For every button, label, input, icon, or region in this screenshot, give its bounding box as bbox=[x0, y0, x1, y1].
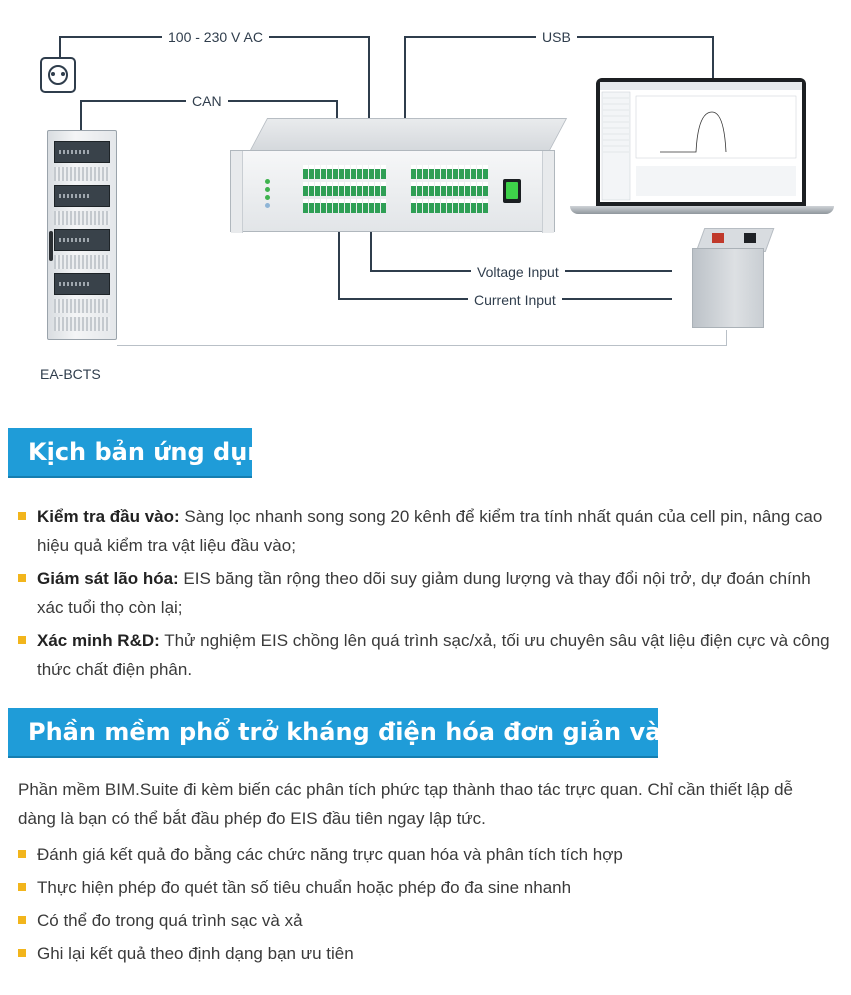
battery-tester-rack bbox=[47, 130, 117, 340]
bullet-square-icon bbox=[18, 512, 26, 520]
bullet-square-icon bbox=[18, 850, 26, 858]
current-input-label: Current Input bbox=[468, 292, 562, 308]
list-item: Có thể đo trong quá trình sạc và xả bbox=[18, 906, 839, 935]
return-wire bbox=[117, 330, 727, 346]
power-switch-icon bbox=[503, 179, 521, 203]
power-socket-icon bbox=[40, 57, 76, 93]
list-item-text: Thực hiện phép đo quét tần số tiêu chuẩn… bbox=[37, 878, 572, 897]
rack-name-label: EA-BCTS bbox=[40, 366, 101, 382]
laptop-base bbox=[570, 206, 834, 214]
software-feature-list: Đánh giá kết quả đo bằng các chức năng t… bbox=[18, 840, 839, 972]
list-item: Đánh giá kết quả đo bằng các chức năng t… bbox=[18, 840, 839, 869]
section-header-software: Phần mềm phổ trở kháng điện hóa đơn giản… bbox=[8, 708, 800, 756]
system-connection-diagram: 100 - 230 V AC USB CAN Voltage Input Cur… bbox=[0, 0, 851, 400]
eis-device bbox=[230, 150, 555, 233]
list-item-term: Kiểm tra đầu vào: bbox=[37, 507, 180, 526]
ac-power-label: 100 - 230 V AC bbox=[162, 29, 269, 45]
list-item: Ghi lại kết quả theo định dạng bạn ưu ti… bbox=[18, 939, 839, 968]
list-item-text: Đánh giá kết quả đo bằng các chức năng t… bbox=[37, 845, 623, 864]
list-item-text: EIS băng tần rộng theo dõi suy giảm dung… bbox=[37, 569, 811, 617]
list-item-term: Giám sát lão hóa: bbox=[37, 569, 179, 588]
battery-terminal-icon bbox=[712, 233, 724, 243]
terminal-block-right bbox=[411, 165, 488, 213]
usb-label: USB bbox=[536, 29, 577, 45]
list-item: Xác minh R&D: Thử nghiệm EIS chồng lên q… bbox=[18, 626, 839, 684]
eis-device-top bbox=[248, 118, 568, 154]
bullet-square-icon bbox=[18, 916, 26, 924]
list-item-term: Xác minh R&D: bbox=[37, 631, 160, 650]
application-list: Kiểm tra đầu vào: Sàng lọc nhanh song so… bbox=[18, 502, 839, 688]
list-item: Kiểm tra đầu vào: Sàng lọc nhanh song so… bbox=[18, 502, 839, 560]
software-intro: Phần mềm BIM.Suite đi kèm biến các phân … bbox=[18, 780, 793, 828]
list-item-text: Thử nghiệm EIS chồng lên quá trình sạc/x… bbox=[37, 631, 830, 679]
section-header-application: Kịch bản ứng dụng bbox=[8, 428, 282, 476]
list-item-text: Có thể đo trong quá trình sạc và xả bbox=[37, 911, 303, 930]
terminal-block-left bbox=[303, 165, 386, 213]
bullet-square-icon bbox=[18, 949, 26, 957]
voltage-input-label: Voltage Input bbox=[471, 264, 565, 280]
battery-terminal-icon bbox=[744, 233, 756, 243]
software-screen bbox=[600, 82, 802, 202]
status-led-icon bbox=[265, 195, 270, 200]
list-item-text: Sàng lọc nhanh song song 20 kênh để kiểm… bbox=[37, 507, 823, 555]
status-led-icon bbox=[265, 203, 270, 208]
software-screenshot-graphic bbox=[600, 82, 802, 201]
bullet-square-icon bbox=[18, 636, 26, 644]
ac-power-wire-drop bbox=[368, 36, 370, 120]
status-led-icon bbox=[265, 179, 270, 184]
bullet-square-icon bbox=[18, 883, 26, 891]
bullet-square-icon bbox=[18, 574, 26, 582]
laptop bbox=[596, 78, 806, 206]
can-label: CAN bbox=[186, 93, 228, 109]
status-led-icon bbox=[265, 187, 270, 192]
list-item-text: Ghi lại kết quả theo định dạng bạn ưu ti… bbox=[37, 944, 354, 963]
list-item: Thực hiện phép đo quét tần số tiêu chuẩn… bbox=[18, 873, 839, 902]
list-item: Giám sát lão hóa: EIS băng tần rộng theo… bbox=[18, 564, 839, 622]
battery-cell bbox=[692, 248, 764, 328]
